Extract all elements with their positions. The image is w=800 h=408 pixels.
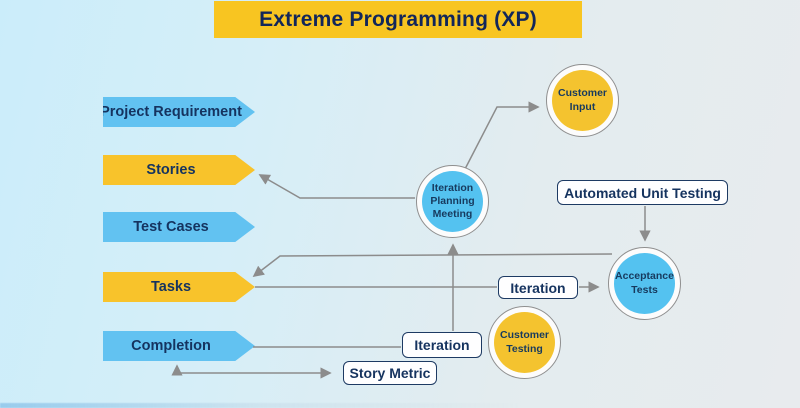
connector-ipm-to-stories	[258, 174, 415, 199]
box-iteration-lower: Iteration	[402, 332, 482, 358]
stage-tasks: Tasks	[103, 272, 255, 302]
box-iteration-right: Iteration	[498, 276, 578, 299]
node-customer-input: Customer Input	[546, 64, 619, 137]
stage-label: Test Cases	[133, 219, 209, 235]
box-story-metric: Story Metric	[343, 361, 437, 385]
stage-project-requirement: Project Requirement	[103, 97, 255, 127]
stage-label: Completion	[131, 338, 211, 354]
box-label: Iteration	[414, 337, 470, 353]
page-title: Extreme Programming (XP)	[259, 7, 537, 31]
stage-label: Project Requirement	[100, 104, 242, 120]
node-acceptance-tests: Acceptance Tests	[608, 247, 681, 320]
node-label: Customer Testing	[494, 312, 555, 373]
node-iteration-planning-meeting: Iteration Planning Meeting	[416, 165, 489, 238]
box-label: Automated Unit Testing	[564, 184, 721, 201]
node-customer-testing: Customer Testing	[488, 306, 561, 379]
title-banner: Extreme Programming (XP)	[214, 1, 582, 38]
stage-completion: Completion	[103, 331, 255, 361]
box-label: Story Metric	[349, 365, 431, 381]
stage-label: Stories	[146, 162, 196, 178]
node-label: Acceptance Tests	[614, 253, 675, 314]
stage-test-cases: Test Cases	[103, 212, 255, 242]
node-label: Customer Input	[552, 70, 613, 131]
connector-ipm-to-customer-input	[463, 101, 540, 172]
box-label: Iteration	[510, 279, 566, 296]
bottom-edge-glow	[0, 403, 520, 408]
node-label: Iteration Planning Meeting	[422, 171, 483, 232]
stage-stories: Stories	[103, 155, 255, 185]
connector-acceptance-to-tasks	[252, 253, 613, 278]
box-automated-unit-testing: Automated Unit Testing	[557, 180, 728, 205]
stage-label: Tasks	[150, 279, 192, 295]
